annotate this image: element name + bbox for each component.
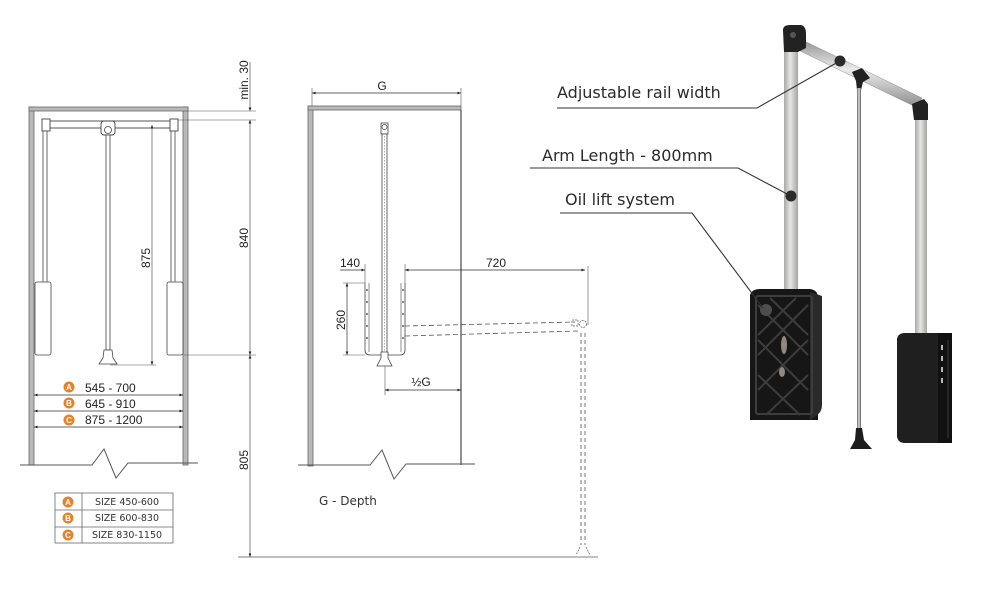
svg-text:SIZE 600-830: SIZE 600-830 (95, 513, 159, 524)
depth-caption: G - Depth (319, 494, 377, 508)
side-top-panel (307, 105, 462, 111)
svg-text:545 - 700: 545 - 700 (85, 381, 136, 395)
size-row-b: B SIZE 600-830 (62, 512, 159, 524)
svg-text:645 - 910: 645 - 910 (85, 397, 136, 411)
svg-text:A: A (65, 498, 71, 507)
floor-height-dimension: 805 (237, 450, 251, 470)
right-aluminium-post (915, 118, 927, 338)
svg-text:SIZE 830-1150: SIZE 830-1150 (92, 530, 162, 541)
size-row-a: A SIZE 450-600 (62, 496, 159, 508)
half-depth-dimension: ½G (411, 375, 430, 389)
callout-oil-lift: Oil lift system (565, 190, 675, 209)
width-range-b: B 645 - 910 (34, 397, 183, 413)
size-table: A SIZE 450-600 B SIZE 600-830 C SIZE 830… (54, 492, 174, 544)
svg-text:875 - 1200: 875 - 1200 (85, 413, 143, 427)
cabinet-top-panel (28, 106, 189, 112)
left-aluminium-post (784, 46, 798, 291)
right-lift-block (897, 333, 952, 443)
rail-height-dimension: 840 (237, 228, 251, 248)
left-oil-lift-block (750, 289, 822, 420)
right-corner-bracket (912, 99, 928, 120)
side-handle-foot (376, 351, 393, 367)
badge-a-icon (62, 496, 74, 508)
arm-length-marker (785, 190, 797, 202)
pad-width-dimension: 140 (340, 256, 360, 270)
floor-break-line (20, 447, 198, 479)
product-photo: Adjustable rail width Arm Length - 800mm… (530, 25, 952, 449)
front-view: 875 min. 30 840 805 A 545 - 700 B 645 - … (20, 60, 598, 558)
side-view: G 140 720 260 ½G (298, 79, 591, 556)
callout-rail-width: Adjustable rail width (557, 83, 721, 102)
cabinet-right-panel (182, 106, 189, 466)
oil-lift-cylinder (760, 304, 772, 316)
side-back-panel (307, 105, 314, 467)
left-corner-bracket (783, 25, 806, 52)
svg-text:B: B (65, 514, 71, 523)
badge-a-icon (63, 381, 75, 393)
depth-symbol: G (377, 79, 386, 93)
side-floor-break-line (298, 449, 475, 480)
width-range-a: A 545 - 700 (34, 381, 183, 397)
pad-height-dimension: 260 (334, 310, 348, 330)
badge-b-icon (62, 512, 74, 524)
front-right-pad (166, 281, 184, 356)
oil-lift-leader (560, 212, 764, 309)
arm-drop-dimension: 875 (139, 248, 153, 268)
size-row-c: C SIZE 830-1150 (62, 529, 162, 541)
callout-arm-length: Arm Length - 800mm (542, 146, 713, 165)
rail-width-leader (557, 61, 839, 109)
arm-length-leader (530, 167, 790, 196)
svg-text:B: B (66, 399, 72, 408)
badge-c-icon (62, 529, 74, 541)
front-left-pad (34, 281, 52, 356)
reach-dimension: 720 (486, 256, 506, 270)
front-pull-rod (105, 134, 111, 351)
badge-c-icon (63, 414, 75, 426)
rod-handle-foot (850, 428, 872, 449)
svg-text:C: C (65, 531, 71, 540)
svg-text:A: A (66, 383, 72, 392)
extended-arm-dashed (404, 321, 586, 545)
cabinet-left-panel (28, 106, 35, 466)
pull-down-rod (857, 88, 861, 430)
svg-text:C: C (66, 416, 72, 425)
svg-text:SIZE 450-600: SIZE 450-600 (95, 497, 159, 508)
front-handle-foot (98, 349, 118, 365)
width-range-c: C 875 - 1200 (34, 413, 183, 429)
badge-b-icon (63, 397, 75, 409)
min-gap-dimension: min. 30 (237, 60, 251, 100)
rail-width-adjuster (834, 55, 846, 67)
center-t-joint (852, 68, 870, 90)
